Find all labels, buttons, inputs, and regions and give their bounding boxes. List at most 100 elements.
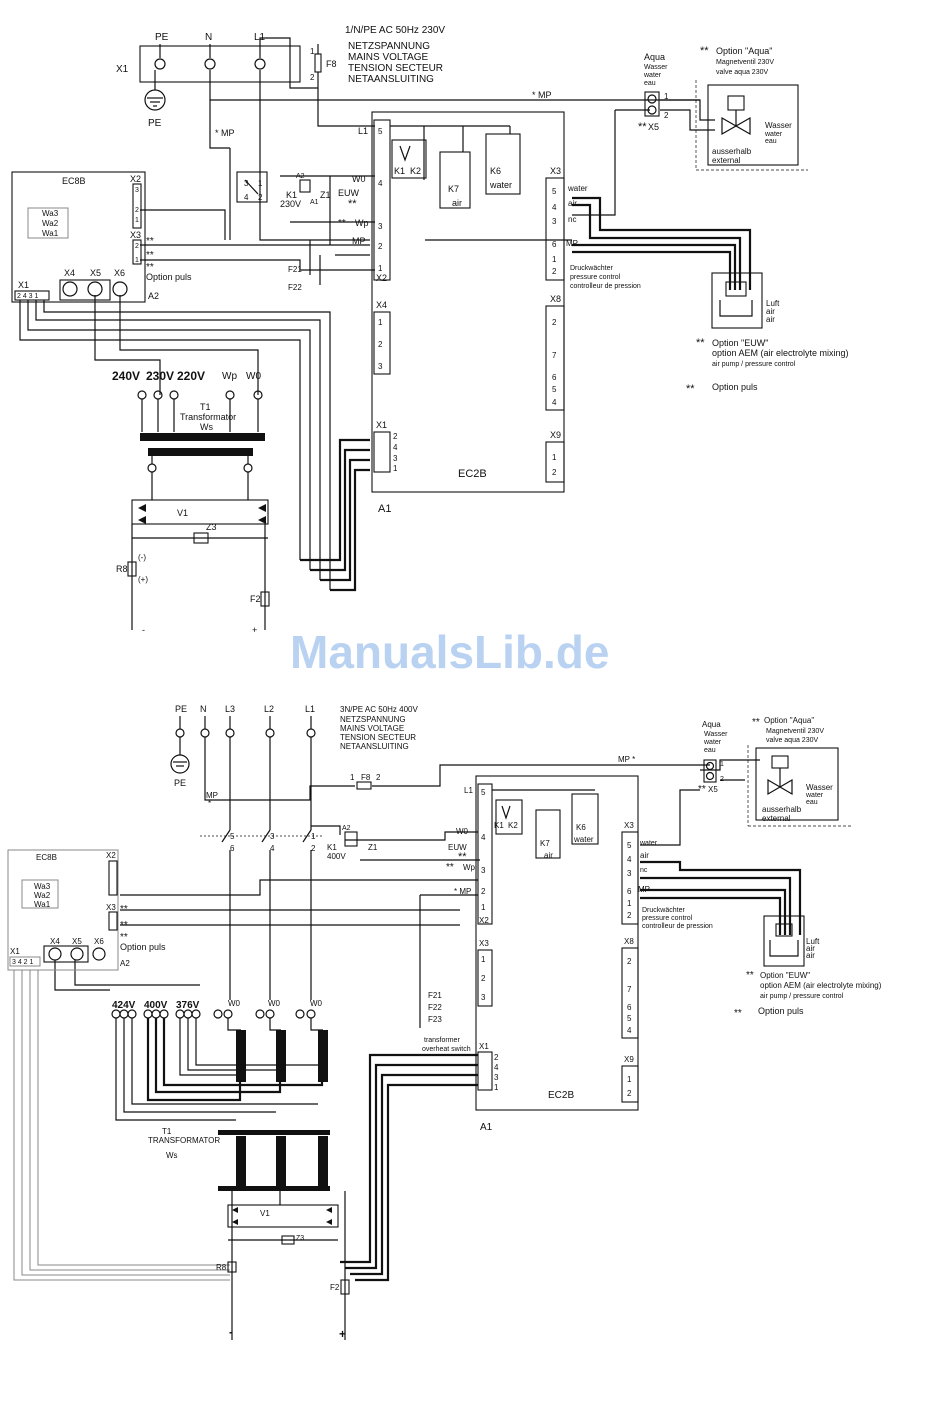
top-ec2b-k2: K2 <box>410 166 421 176</box>
bottom-ec2b-x1-pin3: 3 <box>494 1073 499 1082</box>
top-option-aqua-line2: valve aqua 230V <box>716 69 768 76</box>
top-relay-pin4: 4 <box>244 193 249 202</box>
bottom-x3-air: air <box>640 851 649 860</box>
bottom-ec2b-x2: X2 <box>479 916 489 925</box>
top-ec2b-name: EC2B <box>458 468 487 480</box>
bottom-terminal-n: N <box>200 704 207 714</box>
bottom-f8-pin1: 1 <box>350 773 355 782</box>
top-v1: V1 <box>177 508 188 518</box>
top-mains-line1: NETZSPANNUNG <box>348 41 430 52</box>
bottom-option-euw-star: ** <box>746 970 754 981</box>
bottom-mp-star-label: MP * <box>618 755 635 764</box>
top-terminal-n: N <box>205 32 212 43</box>
top-option-euw-legend: ** Option "EUW" option AEM (air electrol… <box>686 337 849 395</box>
bottom-mains-line3: TENSION SECTEUR <box>340 733 416 742</box>
top-ec8b-a2: A2 <box>148 291 159 301</box>
top-diagram: PE N L1 X1 PE F8 1 2 1/N/PE A <box>11 25 849 635</box>
top-ec8b-module: EC8B Wa3 Wa2 Wa1 X2 3 2 1 X3 2 1 X1 2 4 … <box>11 171 159 303</box>
bottom-legend-puls: Option puls <box>758 1006 804 1016</box>
bottom-ec2b-name: EC2B <box>548 1090 574 1101</box>
bottom-mains-line1: NETZSPANNUNG <box>340 715 406 724</box>
bottom-minus: - <box>229 1325 233 1339</box>
top-stars-1: ** <box>146 236 154 247</box>
bottom-mains-line4: NETAANSLUITING <box>340 742 409 751</box>
watermark: ManualsLib.de <box>290 626 609 678</box>
bottom-transformer-taps: 424V 400V 376V W0 W0 W0 <box>111 999 328 1121</box>
bottom-aqua-pin2: 2 <box>720 776 724 783</box>
top-wp-stars: ** <box>338 218 346 229</box>
top-tr-230v: 230V <box>146 369 174 383</box>
top-relay-pin1: 1 <box>258 179 263 188</box>
bottom-druck-de: Druckwächter <box>642 907 685 914</box>
bottom-terminal-l3: L3 <box>225 704 235 714</box>
bottom-supply-text: 3N/PE AC 50Hz 400V NETZSPANNUNG MAINS VO… <box>340 705 418 751</box>
bottom-ec8b-x6: X6 <box>94 937 104 946</box>
top-option-aqua-ausserhalb: ausserhalb <box>712 147 752 156</box>
bottom-ec2b-x1: X1 <box>479 1042 489 1051</box>
bottom-tr-name: TRANSFORMATOR <box>148 1136 220 1145</box>
bottom-supply-label: 3N/PE AC 50Hz 400V <box>340 705 418 714</box>
bottom-relay-k1: 5 3 1 6 4 2 A2 K1 400V Z1 <box>230 825 378 861</box>
top-ec2b-x3: X3 <box>550 166 561 176</box>
bottom-ec8b-x4: X4 <box>50 937 60 946</box>
bottom-option-aqua-line1: Magnetventil 230V <box>766 728 824 735</box>
top-mains-terminal-block: PE N L1 X1 PE <box>116 32 301 129</box>
top-x1-label: X1 <box>116 64 129 75</box>
top-option-aqua-eau: eau <box>765 138 777 145</box>
top-ec2b-x3-pin4: 4 <box>552 203 557 212</box>
top-plus-paren: (+) <box>138 575 148 584</box>
bottom-ec2b-board: L1 5 4 3 2 1 X2 X3 1 2 3 X1 2 4 3 1 EC2B… <box>464 775 658 1133</box>
bottom-ec2b-l1: L1 <box>464 786 473 795</box>
top-f21: F21 <box>288 265 302 274</box>
bottom-ec8b-wa2: Wa2 <box>34 891 51 900</box>
bottom-aqua-pin1: 1 <box>720 761 724 768</box>
bottom-stars-2: ** <box>120 920 128 931</box>
top-tr-220v: 220V <box>177 369 205 383</box>
bottom-option-euw-legend: ** Option "EUW" option AEM (air electrol… <box>734 970 882 1019</box>
top-ec2b-x8: X8 <box>550 294 561 304</box>
bottom-ec8b-title: EC8B <box>36 853 57 862</box>
top-luft-pump: Luft air air <box>711 272 780 329</box>
bottom-mp-star: * <box>208 799 211 808</box>
top-f8-pin2: 2 <box>310 73 315 82</box>
top-aqua-eau: eau <box>644 80 656 87</box>
top-ec2b-x4: X4 <box>376 300 387 310</box>
top-pe-symbol-label: PE <box>148 118 162 129</box>
top-ec2b-air: air <box>452 198 462 208</box>
bottom-relay-pin5: 5 <box>230 832 235 841</box>
bottom-ec8b-wa3: Wa3 <box>34 882 51 891</box>
bottom-ec2b-x8-pin4: 4 <box>627 1026 632 1035</box>
top-option-aqua-external: external <box>712 156 741 165</box>
top-ec2b-x3-pin3: 3 <box>552 217 557 226</box>
top-aqua-pin2: 2 <box>664 111 669 120</box>
bottom-x3-mp: MP <box>638 885 650 894</box>
top-ec2b-x1-pin1: 1 <box>393 464 398 473</box>
top-legend-puls: Option puls <box>712 382 758 392</box>
bottom-ec2b-k6: K6 <box>576 823 586 832</box>
bottom-relay-z1: Z1 <box>368 843 378 852</box>
top-tr-name: Transformator <box>180 412 236 422</box>
top-w0-label: W0 <box>352 174 366 184</box>
bottom-diagram: PE N L3 L2 L1 PE 3N/PE AC 50Hz 400V NETZ… <box>7 704 882 1341</box>
bottom-ec2b-x9-pin1: 1 <box>627 1075 632 1084</box>
bottom-option-puls-marks: ** ** ** Option puls <box>120 904 166 952</box>
bottom-overheat-label2: overheat switch <box>422 1046 471 1053</box>
top-ec2b-x3-pin2: 2 <box>552 267 557 276</box>
bottom-ec2b-x1-pin4: 4 <box>494 1063 499 1072</box>
bottom-relay-a2: A2 <box>342 825 351 832</box>
bottom-mains-line2: MAINS VOLTAGE <box>340 724 404 733</box>
bottom-ec2b-x3-pin2: 2 <box>627 911 632 920</box>
bottom-pe-symbol-label: PE <box>174 778 186 788</box>
top-aqua-x5: Aqua Wasser water eau 1 2 ** X5 <box>638 52 669 133</box>
top-ec8b-x5: X5 <box>90 268 101 278</box>
bottom-option-aqua-ausserhalb: ausserhalb <box>762 805 802 814</box>
top-ec2b-pin4: 4 <box>378 179 383 188</box>
bottom-ec8b-x5: X5 <box>72 937 82 946</box>
bottom-r8: R8 <box>216 1263 227 1272</box>
bottom-legend-puls-stars: ** <box>734 1008 742 1019</box>
top-mains-line2: MAINS VOLTAGE <box>348 52 429 63</box>
top-mains-line4: NETAANSLUITING <box>348 74 434 85</box>
top-relay-pin3: 3 <box>244 179 249 188</box>
bottom-f21: F21 <box>428 991 442 1000</box>
top-luft-de: Luft <box>766 299 780 308</box>
